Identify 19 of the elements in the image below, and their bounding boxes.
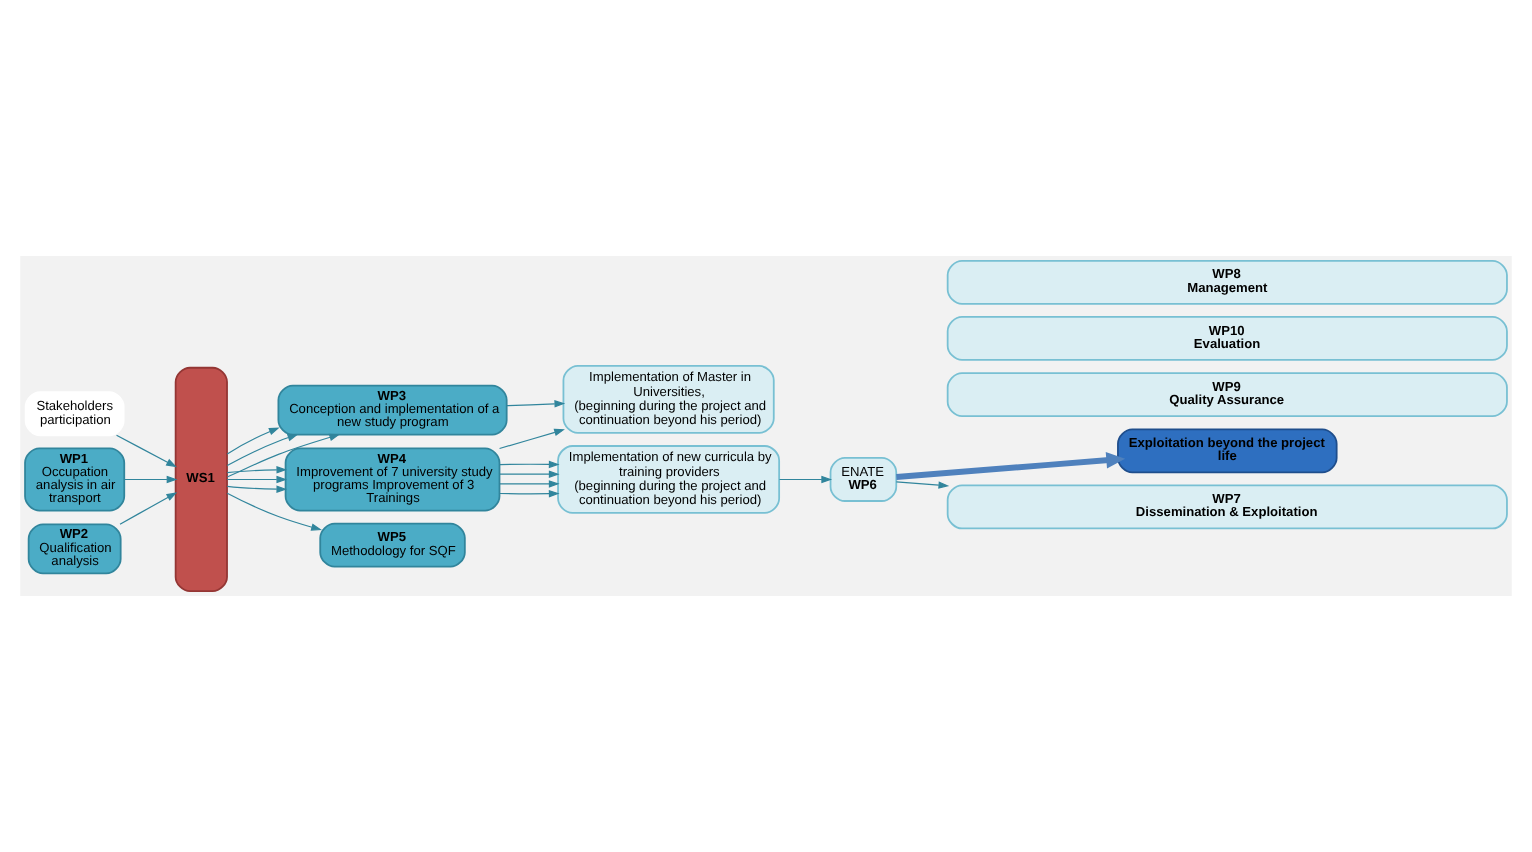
arrow bbox=[506, 400, 566, 408]
arrow bbox=[896, 452, 1126, 480]
arrow bbox=[226, 427, 280, 455]
arrow bbox=[226, 433, 341, 478]
arrow bbox=[778, 475, 833, 484]
arrow bbox=[123, 475, 178, 484]
arrow bbox=[498, 428, 565, 450]
arrow bbox=[226, 466, 288, 474]
arrow bbox=[119, 492, 178, 525]
arrow bbox=[226, 485, 288, 493]
arrow bbox=[895, 481, 950, 489]
arrow bbox=[226, 492, 322, 531]
arrow bbox=[226, 434, 299, 467]
arrow bbox=[226, 475, 288, 484]
arrow bbox=[498, 480, 560, 488]
arrow bbox=[115, 434, 177, 468]
arrow bbox=[498, 489, 560, 498]
arrow bbox=[498, 470, 560, 478]
arrow bbox=[498, 460, 560, 469]
